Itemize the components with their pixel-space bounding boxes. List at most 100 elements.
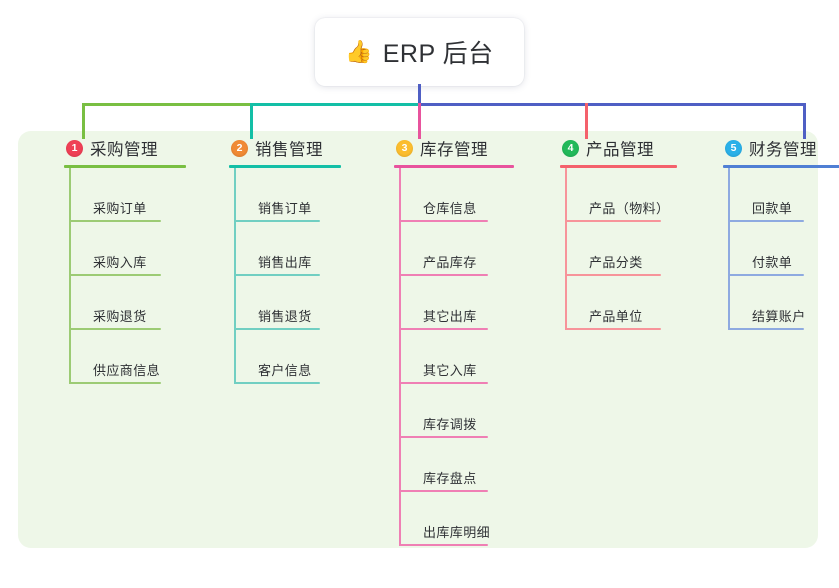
branch-spine [69,168,71,384]
connector-drop-3 [418,103,421,139]
branch-spine [565,168,567,330]
branch-item-rule [234,328,320,330]
branch-item-label: 客户信息 [258,363,312,378]
branch-title: 销售管理 [255,141,323,159]
branch-item[interactable]: 付款单 [728,222,836,276]
branch-item-rule [399,436,488,438]
branch-item-list: 仓库信息产品库存其它出库其它入库库存调拨库存盘点出库库明细 [399,168,535,546]
branch-item[interactable]: 产品分类 [565,222,698,276]
branch-spine [399,168,401,546]
branch-spine [234,168,236,384]
branch-item-label: 结算账户 [752,309,806,324]
branch-item-label: 产品（物料） [589,201,670,216]
branch-item-label: 销售出库 [258,255,312,270]
connector-drop-4 [585,103,588,139]
branch-title: 库存管理 [420,141,488,159]
branch-item-rule [234,382,320,384]
branch-header-rule [64,165,186,168]
branch-item-rule [234,220,320,222]
branch-item[interactable]: 采购入库 [69,222,202,276]
branch-item-list: 采购订单采购入库采购退货供应商信息 [69,168,202,384]
branch-item-rule [399,328,488,330]
branch-item-label: 产品分类 [589,255,643,270]
branch-number-badge: 1 [66,139,83,157]
branch-item-list: 销售订单销售出库销售退货客户信息 [234,168,367,384]
bus-segment-right [419,103,805,106]
branch-column-产品管理: 4 产品管理产品（物料） 产品分类产品单位 [538,131,698,330]
branch-item[interactable]: 采购退货 [69,276,202,330]
branch-header-rule [229,165,341,168]
thumbs-up-icon: 👍 [345,39,373,64]
branch-item-rule [399,490,488,492]
branch-item-rule [728,274,804,276]
branch-item[interactable]: 产品单位 [565,276,698,330]
branch-header-产品管理[interactable]: 4 产品管理 [538,131,698,165]
branch-header-库存管理[interactable]: 3 库存管理 [372,131,535,165]
branch-spine [728,168,730,330]
branch-column-采购管理: 1 采购管理采购订单采购入库采购退货供应商信息 [42,131,202,384]
branch-item-rule [728,328,804,330]
branch-item-rule [399,382,488,384]
branch-item[interactable]: 库存盘点 [399,438,535,492]
branches-panel: 1 采购管理采购订单采购入库采购退货供应商信息 2 销售管理销售订单销售出库销售退货客… [18,131,839,548]
connector-drop-5 [803,103,806,139]
branch-header-销售管理[interactable]: 2 销售管理 [207,131,367,165]
branch-item-label: 采购入库 [93,255,147,270]
branch-title: 采购管理 [90,141,158,159]
branch-item-rule [565,274,661,276]
branch-header-rule [394,165,514,168]
branch-item[interactable]: 其它入库 [399,330,535,384]
branch-column-库存管理: 3 库存管理仓库信息产品库存其它出库其它入库库存调拨库存盘点出库库明细 [372,131,535,546]
branch-item-label: 采购订单 [93,201,147,216]
branch-number-badge: 3 [396,139,413,157]
branch-item-label: 销售订单 [258,201,312,216]
branch-item[interactable]: 客户信息 [234,330,367,384]
branch-item[interactable]: 销售订单 [234,168,367,222]
branch-item-rule [565,328,661,330]
branch-number-badge: 4 [562,139,579,157]
branch-number-badge: 2 [231,139,248,157]
branch-item-label: 销售退货 [258,309,312,324]
branch-item-label: 产品单位 [589,309,643,324]
branch-item-label: 采购退货 [93,309,147,324]
root-node-label: ERP 后台 [382,40,494,68]
branch-item-rule [399,544,488,546]
branch-item-rule [69,328,161,330]
root-node-erp-backend[interactable]: 👍 ERP 后台 [315,18,524,86]
branch-item[interactable]: 销售出库 [234,222,367,276]
branch-item-label: 回款单 [752,201,793,216]
branch-item[interactable]: 采购订单 [69,168,202,222]
branch-item-label: 其它出库 [423,309,477,324]
branch-item-rule [69,382,161,384]
branch-item-rule [69,274,161,276]
branch-column-销售管理: 2 销售管理销售订单销售出库销售退货客户信息 [207,131,367,384]
branch-item-label: 产品库存 [423,255,477,270]
branch-item[interactable]: 销售退货 [234,276,367,330]
branch-item-label: 供应商信息 [93,363,161,378]
branch-item-label: 库存盘点 [423,471,477,486]
branch-item[interactable]: 产品（物料） [565,168,698,222]
branch-item-rule [565,220,661,222]
branch-header-采购管理[interactable]: 1 采购管理 [42,131,202,165]
branch-item-rule [399,220,488,222]
branch-item-rule [69,220,161,222]
branch-item[interactable]: 回款单 [728,168,836,222]
branch-item[interactable]: 仓库信息 [399,168,535,222]
branch-header-rule [723,165,839,168]
branch-item-label: 库存调拨 [423,417,477,432]
branch-item[interactable]: 其它出库 [399,276,535,330]
branch-item[interactable]: 出库库明细 [399,492,535,546]
branch-item[interactable]: 产品库存 [399,222,535,276]
connector-drop-2 [250,103,253,139]
branch-item[interactable]: 库存调拨 [399,384,535,438]
branch-item[interactable]: 结算账户 [728,276,836,330]
branch-header-rule [560,165,677,168]
branch-number-badge: 5 [725,139,742,157]
branch-item-label: 其它入库 [423,363,477,378]
branch-item-list: 产品（物料） 产品分类产品单位 [565,168,698,330]
branch-title: 产品管理 [586,141,654,159]
branch-item[interactable]: 供应商信息 [69,330,202,384]
